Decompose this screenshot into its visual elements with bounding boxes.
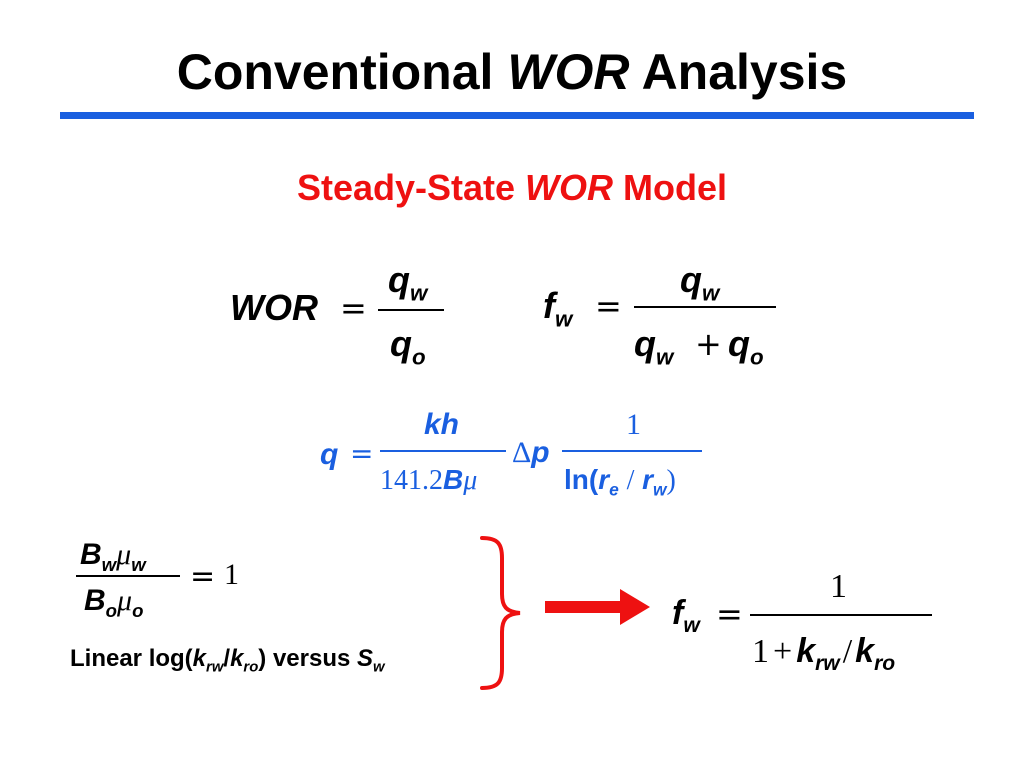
- eq3-den2-r2-sub: w: [653, 479, 667, 500]
- eq5-k2-sub: ro: [874, 652, 896, 675]
- note-s-sub: w: [373, 659, 385, 676]
- eq5-k1-sub: rw: [815, 652, 840, 675]
- eq5-lhs-f: f: [672, 594, 684, 632]
- eq3-den2-r2: r: [642, 464, 654, 495]
- eq2-den-a: qw: [634, 326, 673, 369]
- eq3-fraction-bar-2: [562, 450, 702, 452]
- title-text-1: Conventional: [176, 44, 494, 100]
- eq3-p: p: [531, 436, 550, 469]
- eq4-numerator: Bwμw: [80, 540, 146, 575]
- eq5-slash: /: [842, 633, 853, 670]
- eq4-equals: =: [190, 559, 216, 594]
- eq1-lhs: WOR: [230, 287, 318, 328]
- eq1-equals: =: [340, 289, 367, 327]
- eq1-den-q: q: [390, 323, 412, 364]
- arrow-right-icon: [545, 601, 625, 613]
- note-k1: k: [192, 645, 207, 672]
- eq2-den-a-q: q: [634, 323, 656, 364]
- subtitle-text-wor: WOR: [525, 167, 614, 208]
- eq1-num-sub: w: [410, 280, 428, 306]
- eq4-den-b-sub: o: [105, 600, 118, 622]
- eq4-fraction-bar: [76, 575, 180, 577]
- eq5-den-one: 1: [752, 633, 769, 670]
- eq3-den2: ln(re / rw): [564, 466, 676, 499]
- title-text-2: Analysis: [641, 44, 848, 100]
- eq2-den-b-sub: o: [750, 344, 764, 370]
- eq4-num-b-sub: w: [101, 554, 117, 576]
- eq4-den-mu: μ: [117, 584, 133, 617]
- eq2-lhs-f: f: [543, 285, 555, 326]
- title-underline: [60, 112, 974, 119]
- note-k1-sub: rw: [206, 659, 224, 676]
- eq1-numerator: qw: [388, 262, 427, 305]
- curly-brace-icon: [480, 536, 521, 690]
- eq4-denominator: Boμo: [84, 586, 143, 621]
- eq3-den1-mu: μ: [463, 465, 478, 496]
- linear-relation-note: Linear log(krw/kro) versus Sw: [70, 645, 385, 676]
- eq3-den1-b: B: [443, 464, 464, 495]
- eq3-den2-r: r: [598, 464, 610, 495]
- eq3-lhs: q: [320, 438, 339, 471]
- eq3-den1-const: 141.2: [380, 465, 443, 496]
- eq5-fraction-bar: [750, 614, 932, 616]
- eq5-lhs: fw: [672, 596, 700, 636]
- eq1-den-sub: o: [412, 344, 426, 370]
- eq2-numerator: qw: [680, 262, 719, 305]
- eq3-num2: 1: [626, 408, 641, 441]
- note-middle: ) versus: [258, 645, 358, 672]
- eq2-den-b-q: q: [728, 323, 750, 364]
- eq4-num-b: B: [80, 538, 102, 571]
- title-text-wor: WOR: [507, 44, 630, 100]
- eq4-den-mu-sub: o: [132, 600, 144, 622]
- eq5-k1: k: [796, 632, 816, 670]
- eq4-num-mu-sub: w: [131, 554, 146, 576]
- note-k2-sub: ro: [243, 659, 259, 676]
- note-slash: /: [223, 645, 231, 672]
- slide-subtitle: Steady-State WOR Model: [0, 166, 1024, 210]
- eq2-den-a-sub: w: [656, 344, 674, 370]
- eq2-num-sub: w: [702, 280, 720, 306]
- eq4-rhs: 1: [224, 558, 239, 591]
- eq5-k2: k: [855, 632, 875, 670]
- eq3-den1: 141.2Bμ: [380, 466, 477, 495]
- eq5-equals: =: [716, 595, 743, 633]
- eq3-fraction-bar-1: [380, 450, 506, 452]
- eq5-denominator: 1+krw/kro: [752, 634, 895, 674]
- slide-title: Conventional WOR Analysis: [0, 42, 1024, 102]
- eq5-numerator: 1: [830, 568, 847, 605]
- eq3-den2-close: ): [666, 465, 676, 496]
- eq3-equals: =: [350, 437, 374, 470]
- subtitle-text-1: Steady-State: [296, 167, 516, 208]
- eq3-den2-r-sub: e: [609, 479, 619, 500]
- eq4-num-mu: μ: [116, 538, 132, 571]
- eq3-delta: Δ: [512, 436, 532, 469]
- eq5-lhs-sub: w: [683, 614, 700, 637]
- note-s: S: [357, 645, 374, 672]
- eq3-delta-p: Δp: [512, 438, 550, 468]
- note-k2: k: [230, 645, 244, 672]
- eq2-lhs-sub: w: [555, 306, 573, 332]
- subtitle-text-2: Model: [623, 167, 728, 208]
- eq1-denominator: qo: [390, 326, 426, 369]
- eq2-den-b: qo: [728, 326, 764, 369]
- eq2-num-q: q: [680, 259, 702, 300]
- arrow-head-icon: [620, 589, 650, 625]
- eq1-num-q: q: [388, 259, 410, 300]
- eq3-den2-ln: ln(: [564, 464, 599, 495]
- eq2-lhs: fw: [543, 288, 572, 331]
- eq3-den2-slash: /: [626, 465, 635, 496]
- eq4-den-b: B: [84, 584, 106, 617]
- eq2-equals: =: [595, 287, 622, 325]
- eq1-fraction-bar: [378, 309, 444, 311]
- eq2-fraction-bar: [634, 306, 776, 308]
- eq3-num1: kh: [424, 408, 460, 441]
- eq2-plus: +: [695, 325, 722, 363]
- note-prefix: Linear log(: [70, 645, 193, 672]
- eq5-plus: +: [773, 633, 793, 670]
